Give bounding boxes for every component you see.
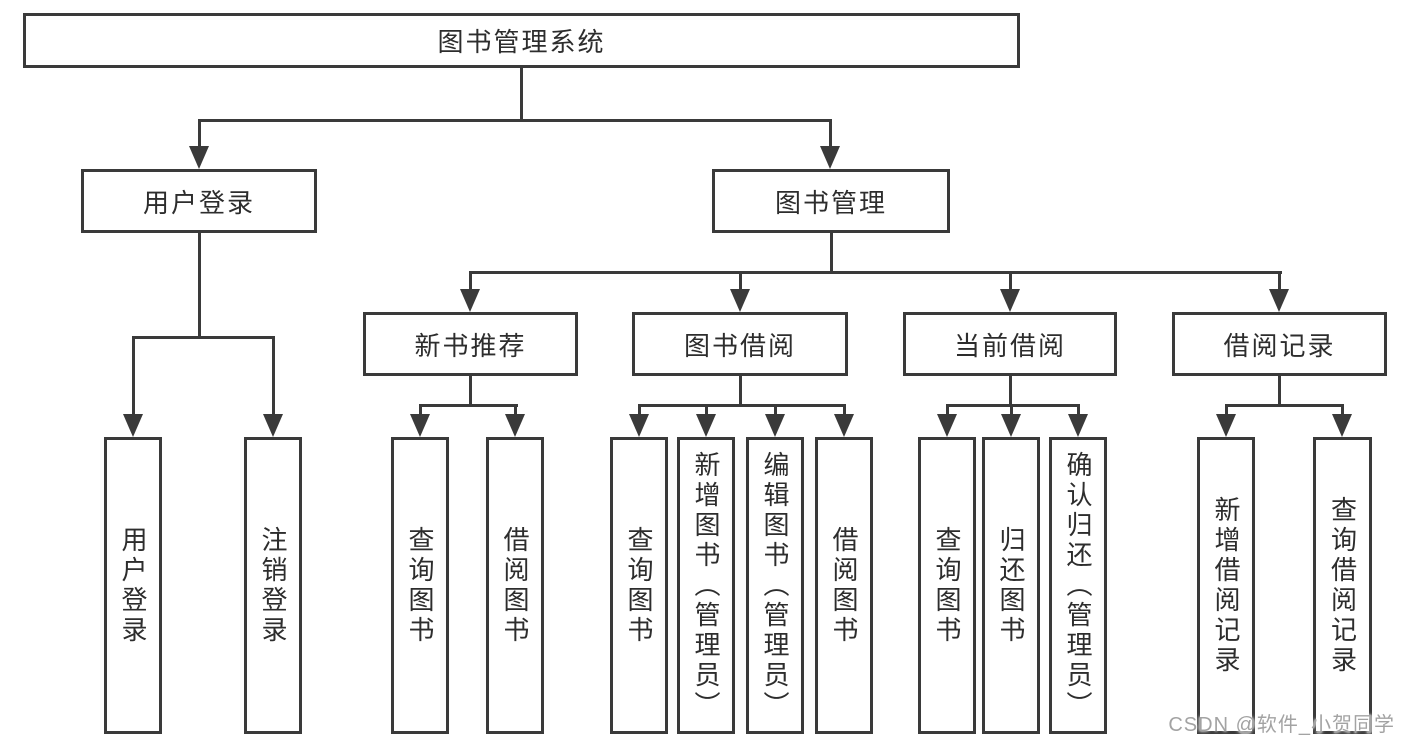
connector-vline [419, 404, 422, 415]
leaf-add-borrow-record: 新增借阅记录 [1197, 437, 1255, 734]
leaf-borrow-books: 借阅图书 [815, 437, 873, 734]
leaf-query-books-current: 查询图书 [918, 437, 976, 734]
arrow-down-icon [1269, 289, 1289, 312]
arrow-down-icon [820, 146, 840, 169]
leaf-borrow-books-recommend: 借阅图书 [486, 437, 544, 734]
connector-hline [638, 404, 846, 407]
connector-vline [1225, 404, 1228, 415]
leaf-return-books: 归还图书 [982, 437, 1040, 734]
arrow-down-icon [1216, 414, 1236, 437]
leaf-add-books-admin: 新增图书（管理员） [677, 437, 735, 734]
connector-vline [739, 271, 742, 290]
arrow-down-icon [410, 414, 430, 437]
arrow-down-icon [937, 414, 957, 437]
connector-vline [1341, 404, 1344, 415]
connector-vline [829, 119, 832, 148]
leaf-edit-books-admin: 编辑图书（管理员） [746, 437, 804, 734]
connector-hline [469, 271, 1282, 274]
node-book-borrowing: 图书借阅 [632, 312, 848, 376]
connector-hline [1225, 404, 1344, 407]
arrow-down-icon [629, 414, 649, 437]
connector-vline [1010, 404, 1013, 415]
arrow-down-icon [505, 414, 525, 437]
leaf-query-borrow-record: 查询借阅记录 [1313, 437, 1372, 734]
leaf-query-books-borrowing: 查询图书 [610, 437, 668, 734]
connector-vline [1278, 376, 1281, 407]
connector-vline [272, 336, 275, 415]
arrow-down-icon [1001, 414, 1021, 437]
connector-vline [132, 336, 135, 415]
connector-vline [830, 233, 833, 274]
node-current-borrowing: 当前借阅 [903, 312, 1117, 376]
connector-vline [198, 233, 201, 336]
node-new-book-recommendation: 新书推荐 [363, 312, 578, 376]
arrow-down-icon [730, 289, 750, 312]
node-book-management: 图书管理 [712, 169, 950, 233]
leaf-confirm-return-admin: 确认归还（管理员） [1049, 437, 1107, 734]
arrow-down-icon [1000, 289, 1020, 312]
connector-vline [946, 404, 949, 415]
arrow-down-icon [1332, 414, 1352, 437]
node-user-login: 用户登录 [81, 169, 317, 233]
arrow-down-icon [696, 414, 716, 437]
connector-vline [469, 271, 472, 290]
connector-vline [514, 404, 517, 415]
node-borrowing-records: 借阅记录 [1172, 312, 1387, 376]
connector-vline [469, 376, 472, 407]
connector-vline [843, 404, 846, 415]
leaf-user-login: 用户登录 [104, 437, 162, 734]
connector-vline [520, 68, 523, 119]
arrow-down-icon [263, 414, 283, 437]
arrow-down-icon [1068, 414, 1088, 437]
connector-hline [198, 119, 832, 122]
arrow-down-icon [834, 414, 854, 437]
connector-vline [1077, 404, 1080, 415]
arrow-down-icon [123, 414, 143, 437]
node-root: 图书管理系统 [23, 13, 1020, 68]
leaf-query-books-recommend: 查询图书 [391, 437, 449, 734]
leaf-logout: 注销登录 [244, 437, 302, 734]
connector-vline [638, 404, 641, 415]
connector-vline [774, 404, 777, 415]
connector-vline [1278, 271, 1281, 290]
connector-vline [1009, 271, 1012, 290]
connector-vline [705, 404, 708, 415]
connector-hline [132, 336, 275, 339]
connector-vline [739, 376, 742, 407]
arrow-down-icon [460, 289, 480, 312]
watermark: CSDN @软件_小贺同学 [1168, 714, 1395, 736]
arrow-down-icon [765, 414, 785, 437]
connector-vline [198, 119, 201, 148]
connector-vline [1009, 376, 1012, 407]
connector-hline [419, 404, 518, 407]
arrow-down-icon [189, 146, 209, 169]
connector-hline [946, 404, 1080, 407]
